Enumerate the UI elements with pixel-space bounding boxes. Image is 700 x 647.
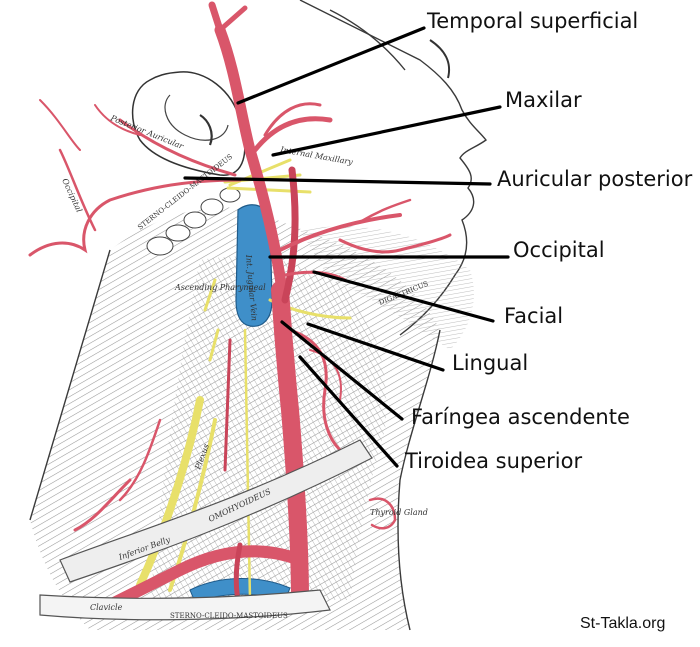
leader-facial: [312, 270, 495, 323]
leader-lines: [183, 26, 510, 468]
leader-tiroidea-superior: [298, 355, 399, 468]
labels: Temporal superficial Maxilar Auricular p…: [404, 9, 693, 473]
label-maxilar: Maxilar: [505, 88, 582, 112]
common-carotid-artery: [271, 281, 309, 609]
leader-auricular-posterior: [183, 176, 492, 186]
clavicle-text: Clavicle: [90, 603, 123, 612]
label-tiroidea-superior: Tiroidea superior: [404, 449, 582, 473]
label-lingual: Lingual: [452, 351, 528, 375]
thyroid-gland-text: Thyroid Gland: [370, 508, 428, 517]
arteries: [28, 1, 452, 616]
ascending-pharyngeal-text: Ascending Pharyngeal: [174, 283, 266, 292]
leader-maxilar: [271, 105, 502, 157]
leader-lingual: [306, 322, 445, 372]
leader-faringea-ascendente: [280, 320, 404, 421]
label-faringea-ascendente: Faríngea ascendente: [411, 405, 630, 429]
lymph-nodes: [146, 187, 241, 256]
label-occipital: Occipital: [513, 238, 605, 262]
clavicle: Clavicle STERNO-CLEIDO-MASTOIDEUS: [39, 589, 331, 621]
label-facial: Facial: [504, 304, 563, 328]
internal-jugular-vein: Int. Jugular Vein: [189, 204, 291, 603]
leader-temporal-superficial: [236, 26, 426, 105]
internal-carotid-artery: [281, 166, 299, 304]
watermark: St-Takla.org: [580, 615, 665, 632]
ear: [131, 71, 246, 176]
internal-maxillary-text: Internal Maxillary: [279, 145, 354, 167]
label-auricular-posterior: Auricular posterior: [497, 167, 693, 191]
external-carotid-artery: [214, 24, 288, 296]
scm-lower-text: STERNO-CLEIDO-MASTOIDEUS: [170, 612, 288, 620]
label-temporal-superficial: Temporal superficial: [426, 9, 638, 33]
